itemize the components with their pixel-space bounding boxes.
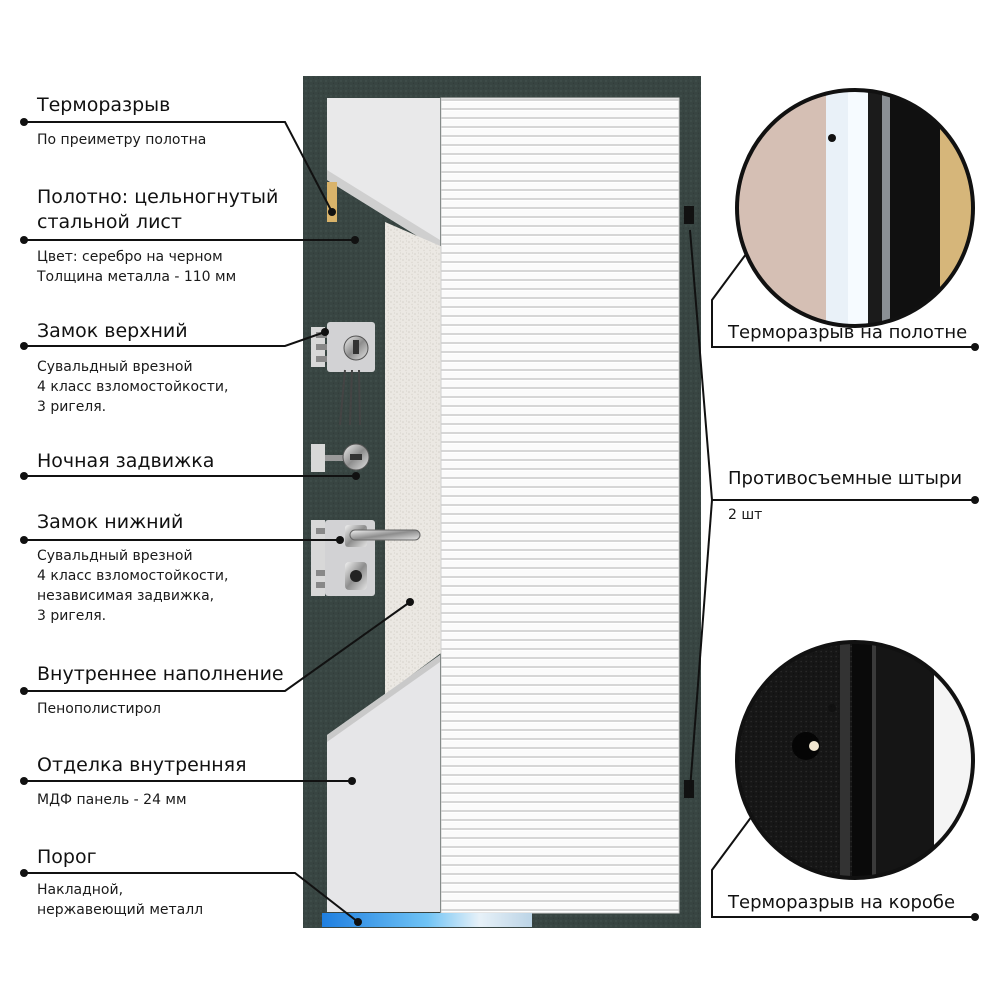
desc-threshold-1: Накладной, xyxy=(37,882,124,898)
label-threshold: Порог xyxy=(37,846,97,868)
desc-lower-lock-4: 3 ригеля. xyxy=(37,608,107,624)
left-callout-dots xyxy=(20,118,414,926)
desc-lower-lock-3: независимая задвижка, xyxy=(37,588,215,604)
label-lower-lock: Замок нижний xyxy=(37,511,184,533)
anti-removal-pin-top xyxy=(684,206,694,224)
label-night-latch: Ночная задвижка xyxy=(37,450,215,472)
desc-upper-lock-1: Сувальдный врезной xyxy=(37,359,193,375)
thermal-break-strip xyxy=(327,182,337,222)
foam-filling xyxy=(385,222,445,695)
desc-leaf-color: Цвет: серебро на черном xyxy=(37,249,223,265)
ribbed-panel xyxy=(440,97,680,914)
desc-leaf-thickness: Толщина металла - 110 мм xyxy=(37,269,237,285)
zoom-thermal-break-frame xyxy=(737,642,973,878)
left-callout-lines xyxy=(24,121,411,923)
label-leaf-line1: Полотно: цельногнутый xyxy=(37,186,279,208)
desc-inner-finish: МДФ панель - 24 мм xyxy=(37,792,187,808)
desc-inner-filling: Пенополистирол xyxy=(37,701,161,717)
label-inner-finish: Отделка внутренняя xyxy=(37,754,247,776)
label-thermal-break: Терморазрыв xyxy=(37,94,171,116)
label-leaf-line2: стальной лист xyxy=(37,211,182,233)
desc-upper-lock-3: 3 ригеля. xyxy=(37,399,107,415)
desc-thermal-break: По преиметру полотна xyxy=(37,132,207,148)
label-thermal-break-frame: Терморазрыв на коробе xyxy=(728,892,956,913)
label-thermal-break-leaf: Терморазрыв на полотне xyxy=(728,322,968,343)
threshold-sill xyxy=(322,913,532,927)
desc-lower-lock-2: 4 класс взломостойкости, xyxy=(37,568,229,584)
label-anti-removal-pins: Противосъемные штыри xyxy=(728,468,963,489)
night-latch xyxy=(311,443,370,472)
desc-anti-removal-pins: 2 шт xyxy=(728,507,763,523)
desc-lower-lock-1: Сувальдный врезной xyxy=(37,548,193,564)
anti-removal-pin-bottom xyxy=(684,780,694,798)
desc-upper-lock-2: 4 класс взломостойкости, xyxy=(37,379,229,395)
door-leaf xyxy=(327,98,445,912)
zoom-thermal-break-leaf xyxy=(737,90,973,326)
label-upper-lock: Замок верхний xyxy=(37,320,188,342)
upper-lock xyxy=(311,322,375,426)
desc-threshold-2: нержавеющий металл xyxy=(37,902,204,918)
label-inner-filling: Внутреннее наполнение xyxy=(37,663,284,685)
